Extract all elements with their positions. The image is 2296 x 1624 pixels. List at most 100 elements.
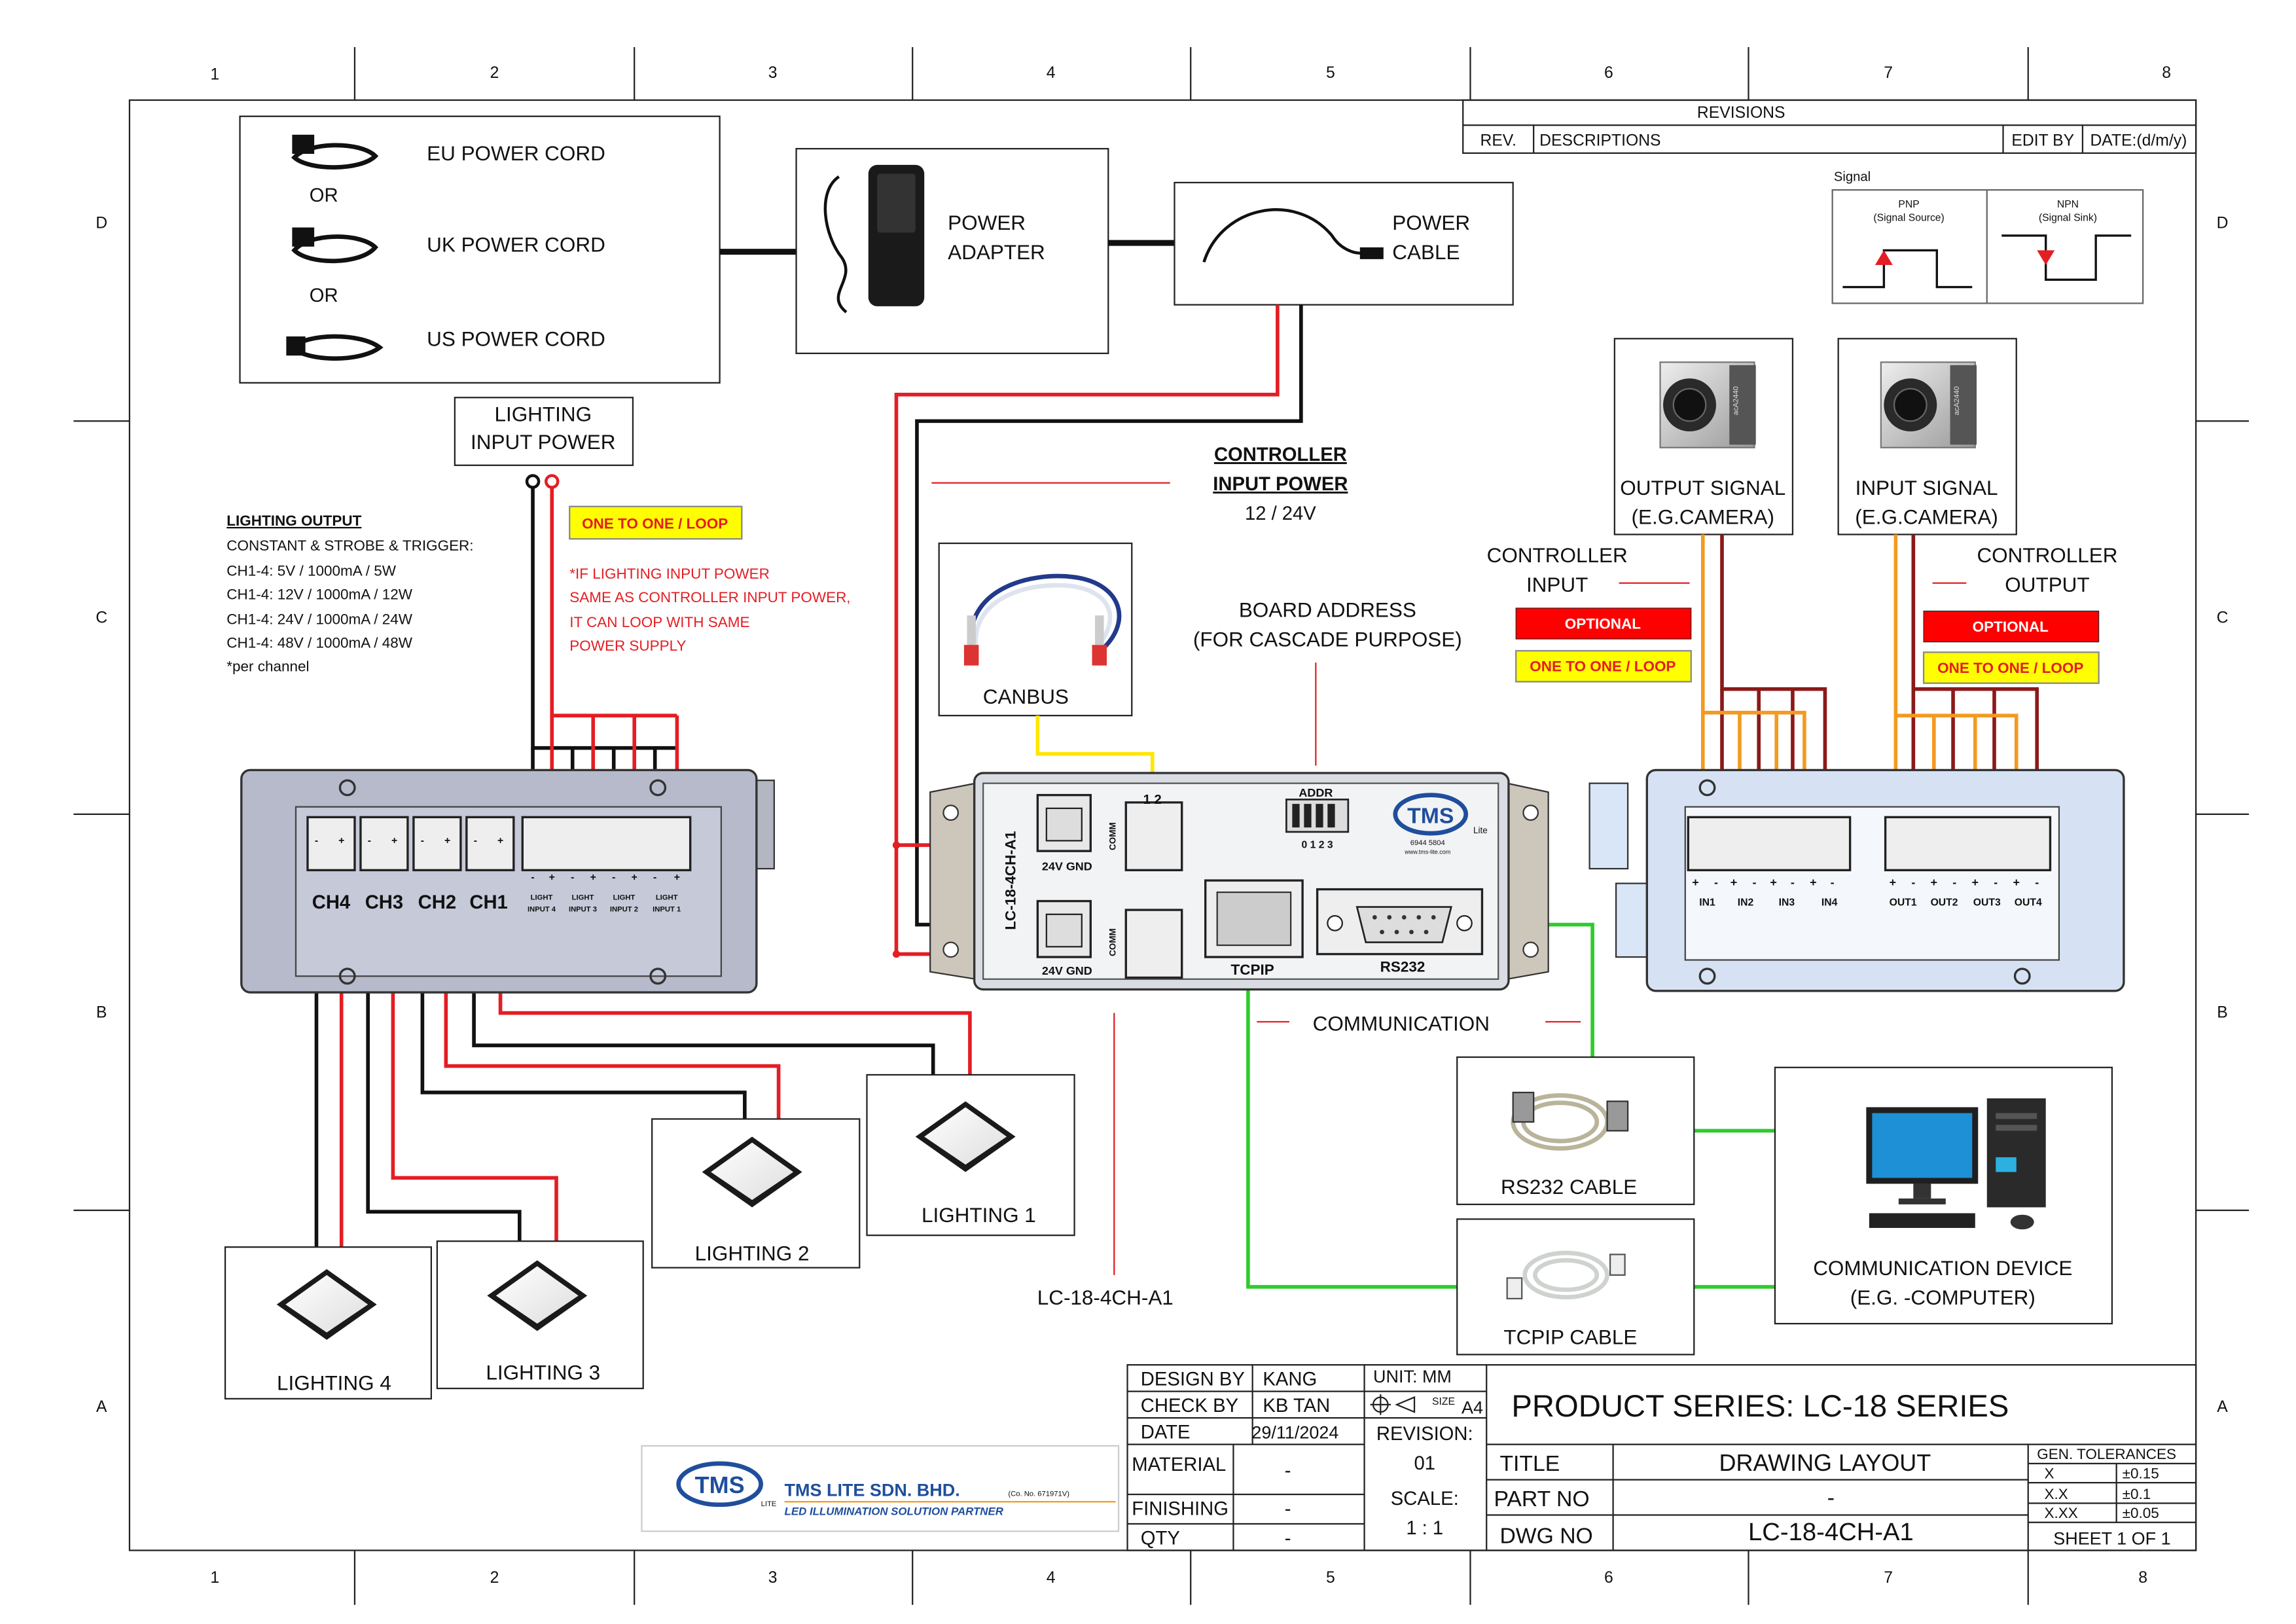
- communication-device-label: COMMUNICATION DEVICE: [1813, 1257, 2072, 1280]
- lighting-power-black-wire: [531, 481, 677, 750]
- svg-text:+: +: [1931, 876, 1938, 889]
- ch3-label: CH3: [365, 892, 403, 913]
- loop-note-line: IT CAN LOOP WITH SAME: [569, 614, 749, 630]
- svg-text:-: -: [1994, 876, 1998, 889]
- finishing-label: FINISHING: [1132, 1499, 1229, 1520]
- board-address-line: (FOR CASCADE PURPOSE): [1193, 628, 1462, 651]
- lighting-output-line: *per channel: [226, 659, 309, 675]
- camera-brand: acA2440: [1953, 386, 1961, 415]
- grid-col-bottom: 5: [1326, 1569, 1335, 1587]
- led-panel-icon: [702, 1136, 802, 1208]
- addr-label: ADDR: [1299, 786, 1333, 799]
- grid-row-left: C: [96, 609, 107, 626]
- camera-icon: acA2440: [1659, 361, 1756, 448]
- uk-power-cord-icon: [291, 227, 378, 264]
- lighting-label: LIGHTING 4: [277, 1371, 391, 1394]
- ch3-red-wire: [391, 869, 558, 1242]
- lighting-input-black-terminal: [525, 474, 541, 489]
- company-logo-sub: LITE: [761, 1500, 777, 1508]
- light-input-sublabel: INPUT 4: [528, 905, 556, 913]
- descriptions-column-header: DESCRIPTIONS: [1539, 132, 1660, 150]
- svg-text:+: +: [444, 835, 450, 846]
- rs232-cable-label: RS232 CABLE: [1501, 1176, 1637, 1199]
- tolerance-key: X: [2044, 1465, 2054, 1481]
- signal-title: Signal: [1834, 170, 1871, 185]
- canbus-cable-icon: [963, 573, 1122, 666]
- svg-text:-: -: [1952, 876, 1956, 889]
- canbus-box: CANBUS: [938, 542, 1133, 717]
- date-column-header: DATE:(d/m/y): [2090, 132, 2187, 150]
- svg-text:+: +: [497, 835, 503, 846]
- company-reg: (Co. No. 671971V): [1008, 1490, 1069, 1498]
- io-output-label: OUT4: [2015, 897, 2042, 908]
- comm-pins-label: 1 2: [1143, 793, 1162, 807]
- svg-text:+: +: [2013, 876, 2020, 889]
- svg-text:+: +: [1731, 876, 1738, 889]
- input-signal-label: INPUT SIGNAL: [1856, 477, 1998, 499]
- qty-value: -: [1285, 1528, 1291, 1549]
- svg-text:OPTIONAL: OPTIONAL: [1973, 619, 2049, 635]
- communication-label: COMMUNICATION: [1257, 1013, 1581, 1036]
- canbus-label: CANBUS: [983, 685, 1069, 708]
- model-callout-label: LC-18-4CH-A1: [1037, 1286, 1174, 1309]
- qty-label: QTY: [1141, 1528, 1180, 1549]
- svg-text:+: +: [674, 872, 680, 883]
- ch4-label: CH4: [312, 892, 351, 913]
- svg-text:OPTIONAL: OPTIONAL: [1565, 615, 1641, 632]
- title-value: DRAWING LAYOUT: [1719, 1449, 1931, 1476]
- grid-col-bottom: 8: [2138, 1569, 2147, 1587]
- output-signal-camera-box: acA2440 OUTPUT SIGNAL (E.G.CAMERA): [1613, 338, 1794, 535]
- grid-row-right: C: [2217, 609, 2229, 626]
- loop-note-line: POWER SUPPLY: [569, 638, 686, 654]
- material-value: -: [1285, 1460, 1291, 1481]
- communication-device-box: COMMUNICATION DEVICE (E.G. -COMPUTER): [1774, 1066, 2113, 1325]
- grid-row-right: D: [2217, 215, 2229, 232]
- led-panel-icon: [487, 1260, 588, 1331]
- pnp-sublabel: (Signal Source): [1873, 212, 1944, 223]
- pnp-label: PNP: [1898, 199, 1919, 210]
- date-label: DATE: [1141, 1422, 1191, 1443]
- part-no-label: PART NO: [1494, 1487, 1589, 1511]
- grid-row-right: A: [2217, 1398, 2228, 1416]
- lighting-2-box: LIGHTING 2: [651, 1118, 861, 1269]
- title-block-text: DESIGN BY KANG CHECK BY KB TAN DATE 29/1…: [1132, 1367, 2176, 1549]
- svg-text:+: +: [632, 872, 637, 883]
- grid-col-bottom: 2: [490, 1569, 499, 1587]
- signal-diagram: Signal PNP (Signal Source) NPN (Signal S…: [1831, 170, 2144, 304]
- light-input-sublabel: INPUT 1: [653, 905, 681, 913]
- lighting-label: LIGHTING 3: [486, 1362, 600, 1384]
- lighting-output-line: CH1-4: 12V / 1000mA / 12W: [226, 586, 412, 602]
- svg-text:-: -: [1831, 876, 1835, 889]
- lighting-1-box: LIGHTING 1: [866, 1074, 1075, 1236]
- input-signal-camera-box: acA2440 INPUT SIGNAL (E.G.CAMERA): [1837, 338, 2017, 535]
- lighting-output-specs: LIGHTING OUTPUT CONSTANT & STROBE & TRIG…: [226, 513, 473, 675]
- one-to-one-label: ONE TO ONE / LOOP: [582, 516, 728, 532]
- lighting-output-line: CH1-4: 48V / 1000mA / 48W: [226, 635, 412, 651]
- svg-text:ONE TO ONE / LOOP: ONE TO ONE / LOOP: [1937, 660, 2083, 676]
- svg-text:+: +: [391, 835, 397, 846]
- svg-text:COMMUNICATION: COMMUNICATION: [1313, 1013, 1490, 1036]
- power-cable-label: CABLE: [1392, 241, 1460, 264]
- light-input-label: LIGHT: [572, 893, 594, 901]
- svg-text:+: +: [590, 872, 596, 883]
- tolerance-key: X.XX: [2044, 1505, 2077, 1521]
- lighting-label: LIGHTING 2: [695, 1242, 810, 1265]
- lighting-output-title: LIGHTING OUTPUT: [226, 513, 361, 529]
- revisions-title: REVISIONS: [1697, 104, 1785, 122]
- ch1-label: CH1: [469, 892, 507, 913]
- optional-badge-input: OPTIONAL: [1515, 607, 1692, 640]
- grid-labels: 1 2 3 4 5 6 7 8 1 2 3 4 5 6 7 8 D C B A …: [96, 64, 2228, 1587]
- uk-power-cord-label: UK POWER CORD: [427, 234, 605, 257]
- grid-col-top: 3: [768, 64, 778, 82]
- power-cable-label: POWER: [1392, 211, 1470, 234]
- output-signal-label: (E.G.CAMERA): [1632, 506, 1775, 529]
- controller-input-power-label: CONTROLLER: [1214, 444, 1347, 465]
- ch2-label: CH2: [418, 892, 456, 913]
- lighting-input-power-label: LIGHTING: [494, 403, 592, 425]
- power-cable-box: POWER CABLE: [1174, 181, 1514, 306]
- rs232-port-label: RS232: [1380, 959, 1426, 975]
- comm-label: COMM: [1108, 822, 1118, 850]
- power-cable-icon: [1202, 208, 1362, 263]
- power-adapter-box: POWER ADAPTER: [795, 148, 1109, 354]
- one-to-one-badge-left: ONE TO ONE / LOOP: [569, 505, 743, 540]
